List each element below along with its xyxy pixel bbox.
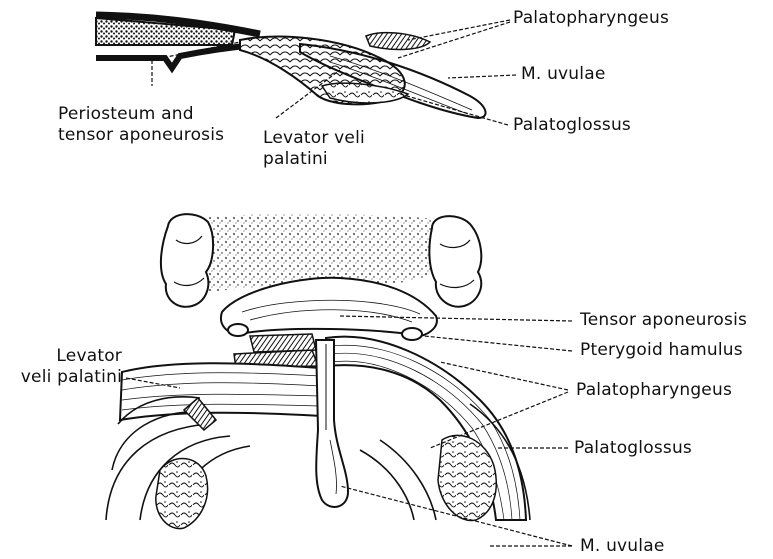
- leader-pterygoid-hamulus: [424, 336, 572, 351]
- levator-band-left: [120, 363, 322, 420]
- label-levator-top: Levator veli palatini: [263, 128, 365, 170]
- leader-palatoglossus: [400, 94, 508, 125]
- label-pterygoid-hamulus: Pterygoid hamulus: [580, 340, 743, 361]
- hamulus-right: [402, 328, 422, 340]
- leader-palatopharyngeus-1: [408, 20, 510, 40]
- molar-left: [161, 214, 213, 307]
- label-levator-bottom-line1: Levator: [12, 346, 122, 367]
- tonsil-left: [156, 459, 208, 529]
- label-palatoglossus-top: Palatoglossus: [513, 115, 631, 136]
- label-palatoglossus-bottom: Palatoglossus: [574, 438, 692, 459]
- label-palatopharyngeus-bottom: Palatopharyngeus: [576, 380, 732, 401]
- leader-m-uvulae: [448, 75, 516, 78]
- label-m-uvulae-bottom: M. uvulae: [580, 536, 664, 557]
- molar-right: [429, 216, 481, 307]
- label-palatopharyngeus-top: Palatopharyngeus: [513, 8, 669, 29]
- label-levator-bottom-line2: veli palatini: [12, 367, 122, 388]
- label-levator-top-line2: palatini: [263, 149, 365, 170]
- label-m-uvulae-top: M. uvulae: [521, 64, 605, 85]
- label-tensor-aponeurosis: Tensor aponeurosis: [580, 310, 747, 331]
- palatopharyngeus-top: [366, 33, 430, 50]
- label-periosteum-line2: tensor aponeurosis: [58, 125, 224, 146]
- bottom-posterior-view: [106, 214, 572, 546]
- label-levator-top-line1: Levator veli: [263, 128, 365, 149]
- hamulus-left: [228, 324, 248, 336]
- label-periosteum-line1: Periosteum and: [58, 104, 224, 125]
- label-periosteum-tensor: Periosteum and tensor aponeurosis: [58, 104, 224, 146]
- label-levator-bottom: Levator veli palatini: [12, 346, 122, 388]
